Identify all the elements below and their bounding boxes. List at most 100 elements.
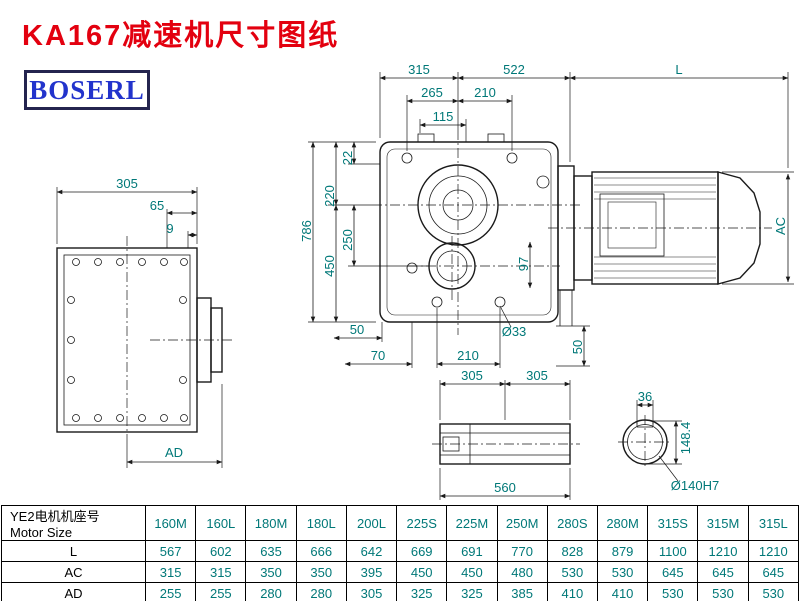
table-cell: 530 xyxy=(596,561,649,583)
table-cell: 385 xyxy=(496,582,548,601)
table-cell: 350 xyxy=(295,561,347,583)
table-cell: 530 xyxy=(747,582,800,601)
dim-label-AD: AD xyxy=(165,445,183,460)
table-cell: 669 xyxy=(396,540,448,562)
table-cell: 410 xyxy=(596,582,649,601)
dim-label-560: 560 xyxy=(494,480,516,495)
table-col-header: 225M xyxy=(446,505,498,541)
table-header-label-en: Motor Size xyxy=(10,525,73,540)
table-cell: 1100 xyxy=(647,540,699,562)
page-title: KA167减速机尺寸图纸 xyxy=(22,20,340,52)
dim-label-522: 522 xyxy=(503,62,525,77)
dim-label-148-4: 148.4 xyxy=(678,422,693,455)
brand-logo-text: BOSERL xyxy=(29,74,145,105)
table-col-header: 315L xyxy=(747,505,800,541)
dim-label-L: L xyxy=(675,62,682,77)
dim-label-250: 250 xyxy=(340,229,355,251)
table-col-header: 315M xyxy=(697,505,749,541)
table-cell: 280 xyxy=(295,582,347,601)
table-cell: 530 xyxy=(647,582,699,601)
table-cell: 395 xyxy=(345,561,398,583)
table-cell: 255 xyxy=(144,582,197,601)
table-row-label: L xyxy=(1,540,146,562)
extension-lines xyxy=(56,72,794,500)
dim-label-22: 22 xyxy=(340,151,355,165)
table-cell: 450 xyxy=(446,561,498,583)
table-col-header: 160L xyxy=(195,505,247,541)
table-cell: 666 xyxy=(295,540,347,562)
shaft-end-view xyxy=(618,415,672,469)
dim-label-9: 9 xyxy=(166,221,173,236)
shaft-section xyxy=(432,423,580,465)
table-cell: 645 xyxy=(747,561,800,583)
table-cell: 325 xyxy=(396,582,448,601)
brand-logo: BOSERL xyxy=(24,70,150,110)
dim-label-115: 115 xyxy=(433,109,454,124)
dim-label-450: 450 xyxy=(322,255,337,277)
table-cell: 828 xyxy=(546,540,598,562)
table-cell: 567 xyxy=(144,540,197,562)
table-col-header: 250M xyxy=(496,505,548,541)
table-cell: 602 xyxy=(195,540,247,562)
table-col-header: 160M xyxy=(144,505,197,541)
table-col-header: 180L xyxy=(295,505,347,541)
dim-label-50-bottom: 50 xyxy=(350,322,364,337)
table-col-header: 200L xyxy=(345,505,398,541)
table-row-label: AC xyxy=(1,561,146,583)
table-col-header: 315S xyxy=(647,505,699,541)
table-cell: 645 xyxy=(697,561,749,583)
dim-label-305-shaft-right: 305 xyxy=(526,368,548,383)
table-cell: 315 xyxy=(195,561,247,583)
dim-label-220: 220 xyxy=(322,185,337,207)
dimension-lines xyxy=(56,75,791,499)
dimension-labels: 315 522 L 265 210 115 22 220 250 450 786… xyxy=(116,62,788,495)
front-view xyxy=(372,130,580,335)
table-cell: 642 xyxy=(345,540,398,562)
table-cell: 350 xyxy=(245,561,297,583)
dim-label-dia140H7: Ø140H7 xyxy=(671,478,719,493)
dim-label-AC: AC xyxy=(773,217,788,235)
table-cell: 450 xyxy=(396,561,448,583)
table-cell: 645 xyxy=(647,561,699,583)
table-cell: 315 xyxy=(144,561,197,583)
table-cell: 879 xyxy=(596,540,649,562)
left-view xyxy=(56,236,232,444)
table-cell: 255 xyxy=(195,582,247,601)
dim-label-70: 70 xyxy=(371,348,385,363)
table-col-header: 225S xyxy=(396,505,448,541)
dim-label-305-leftview: 305 xyxy=(116,176,138,191)
table-col-header: 280S xyxy=(546,505,598,541)
motor xyxy=(548,165,772,326)
table-col-header: 280M xyxy=(596,505,649,541)
table-cell: 530 xyxy=(546,561,598,583)
dim-label-65: 65 xyxy=(150,198,164,213)
dim-label-265: 265 xyxy=(421,85,443,100)
dim-label-36: 36 xyxy=(638,389,652,404)
table-row-label: AD xyxy=(1,582,146,601)
table-cell: 1210 xyxy=(697,540,749,562)
table-cell: 770 xyxy=(496,540,548,562)
dim-label-210-top: 210 xyxy=(474,85,496,100)
table-cell: 635 xyxy=(245,540,297,562)
dim-label-97: 97 xyxy=(516,257,531,271)
table-cell: 325 xyxy=(446,582,498,601)
table-col-header: 180M xyxy=(245,505,297,541)
table-cell: 691 xyxy=(446,540,498,562)
table-cell: 530 xyxy=(697,582,749,601)
dim-label-305-shaft-left: 305 xyxy=(461,368,483,383)
dim-label-dia33: Ø33 xyxy=(502,324,527,339)
table-cell: 280 xyxy=(245,582,297,601)
technical-drawing: 315 522 L 265 210 115 22 220 250 450 786… xyxy=(56,62,794,500)
dim-label-50-vertical: 50 xyxy=(570,340,585,354)
table-cell: 305 xyxy=(345,582,398,601)
table-cell: 1210 xyxy=(747,540,800,562)
dim-label-210-bottom: 210 xyxy=(457,348,479,363)
dim-label-315: 315 xyxy=(408,62,430,77)
dim-label-786: 786 xyxy=(299,220,314,242)
table-cell: 410 xyxy=(546,582,598,601)
table-cell: 480 xyxy=(496,561,548,583)
